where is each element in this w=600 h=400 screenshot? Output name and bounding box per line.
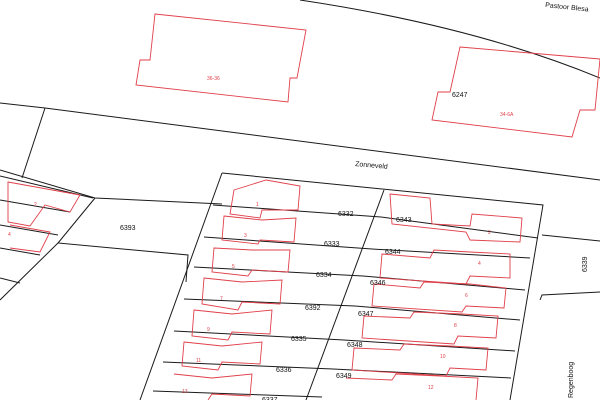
house-numbers: 36-36 34-6A 2 4 1 3 5 7 9 11 13 2 4 6 8 …	[8, 76, 514, 395]
house-number: 9	[207, 327, 210, 333]
street-label-top-road: Pastoor Blesa	[545, 2, 589, 14]
street-labels: Pastoor Blesa Zonneveld Regenboog	[355, 2, 589, 398]
building-outlines	[7, 13, 600, 400]
house-number: 4	[478, 261, 481, 267]
parcel-number: 6346	[370, 280, 386, 287]
parcel-number: 6349	[336, 373, 352, 380]
house-number: 11	[196, 358, 201, 364]
parcel-number: 6332	[338, 211, 354, 218]
house-number: 5	[232, 264, 235, 270]
parcel-number: 6336	[276, 367, 292, 374]
house-number: 2	[488, 230, 491, 236]
street-label-regenboog: Regenboog	[568, 362, 575, 398]
house-number: 6	[465, 293, 468, 299]
parcel-number: 6339	[582, 256, 589, 272]
house-number: 34-6A	[500, 112, 514, 118]
house-number: 1	[256, 202, 259, 208]
house-number: 36-36	[207, 76, 220, 82]
parcel-number: 6337	[262, 397, 278, 400]
house-number: 13	[182, 389, 188, 395]
house-number: 2	[34, 202, 37, 208]
parcel-number: 6247	[452, 92, 468, 99]
parcel-number: 6392	[305, 305, 321, 312]
parcel-number: 6348	[347, 342, 363, 349]
house-number: 10	[440, 354, 446, 360]
parcel-number: 6333	[324, 241, 340, 248]
parcel-number: 6393	[120, 225, 136, 232]
parcel-number: 6347	[358, 311, 374, 318]
house-number: 7	[220, 296, 223, 302]
street-label-zonneveld: Zonneveld	[355, 161, 388, 171]
house-number: 3	[244, 233, 247, 239]
house-number: 4	[8, 232, 11, 238]
parcel-number: 6335	[291, 336, 307, 343]
house-number: 12	[428, 385, 434, 391]
house-number: 8	[454, 323, 457, 329]
parcel-number: 6334	[316, 272, 332, 279]
parcel-number: 6344	[385, 249, 401, 256]
parcel-number: 6343	[396, 217, 412, 224]
parcel-numbers: 6247 6393 6332 6333 6334 6392 6335 6336 …	[120, 92, 589, 400]
